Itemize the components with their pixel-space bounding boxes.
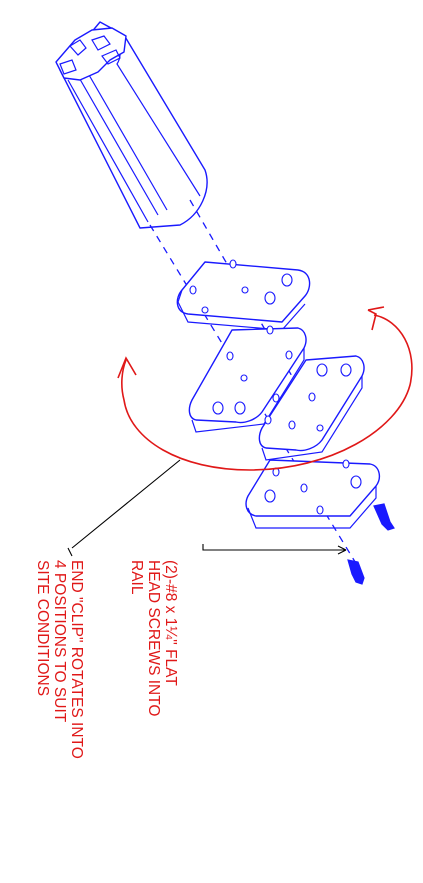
note-line: (2)-#8 x 1¼" FLAT: [162, 560, 179, 686]
note-line: HEAD SCREWS INTO: [145, 560, 162, 717]
leader-clip: [67, 459, 181, 557]
clip-plate-4: [245, 459, 381, 529]
flat-head-screw-1: [373, 503, 395, 531]
note-line: END "CLIP" ROTATES INTO: [68, 560, 85, 759]
clip-rotation-note: END "CLIP" ROTATES INTO 4 POSITIONS TO S…: [34, 560, 85, 759]
leader-screws: [202, 544, 347, 555]
clip-plate-2: [188, 325, 307, 433]
note-line: RAIL: [128, 560, 145, 595]
clip-plate-1: [176, 259, 311, 331]
hole-icon: [229, 259, 237, 269]
note-line: SITE CONDITIONS: [34, 560, 51, 697]
note-line: 4 POSITIONS TO SUIT: [51, 560, 68, 723]
flat-head-screw-2: [347, 559, 365, 585]
screws-note: (2)-#8 x 1¼" FLAT HEAD SCREWS INTO RAIL: [128, 560, 179, 716]
clip-plate-3: [258, 355, 365, 461]
rotation-arrow: [117, 306, 413, 471]
rail-extrusion: [55, 21, 208, 229]
